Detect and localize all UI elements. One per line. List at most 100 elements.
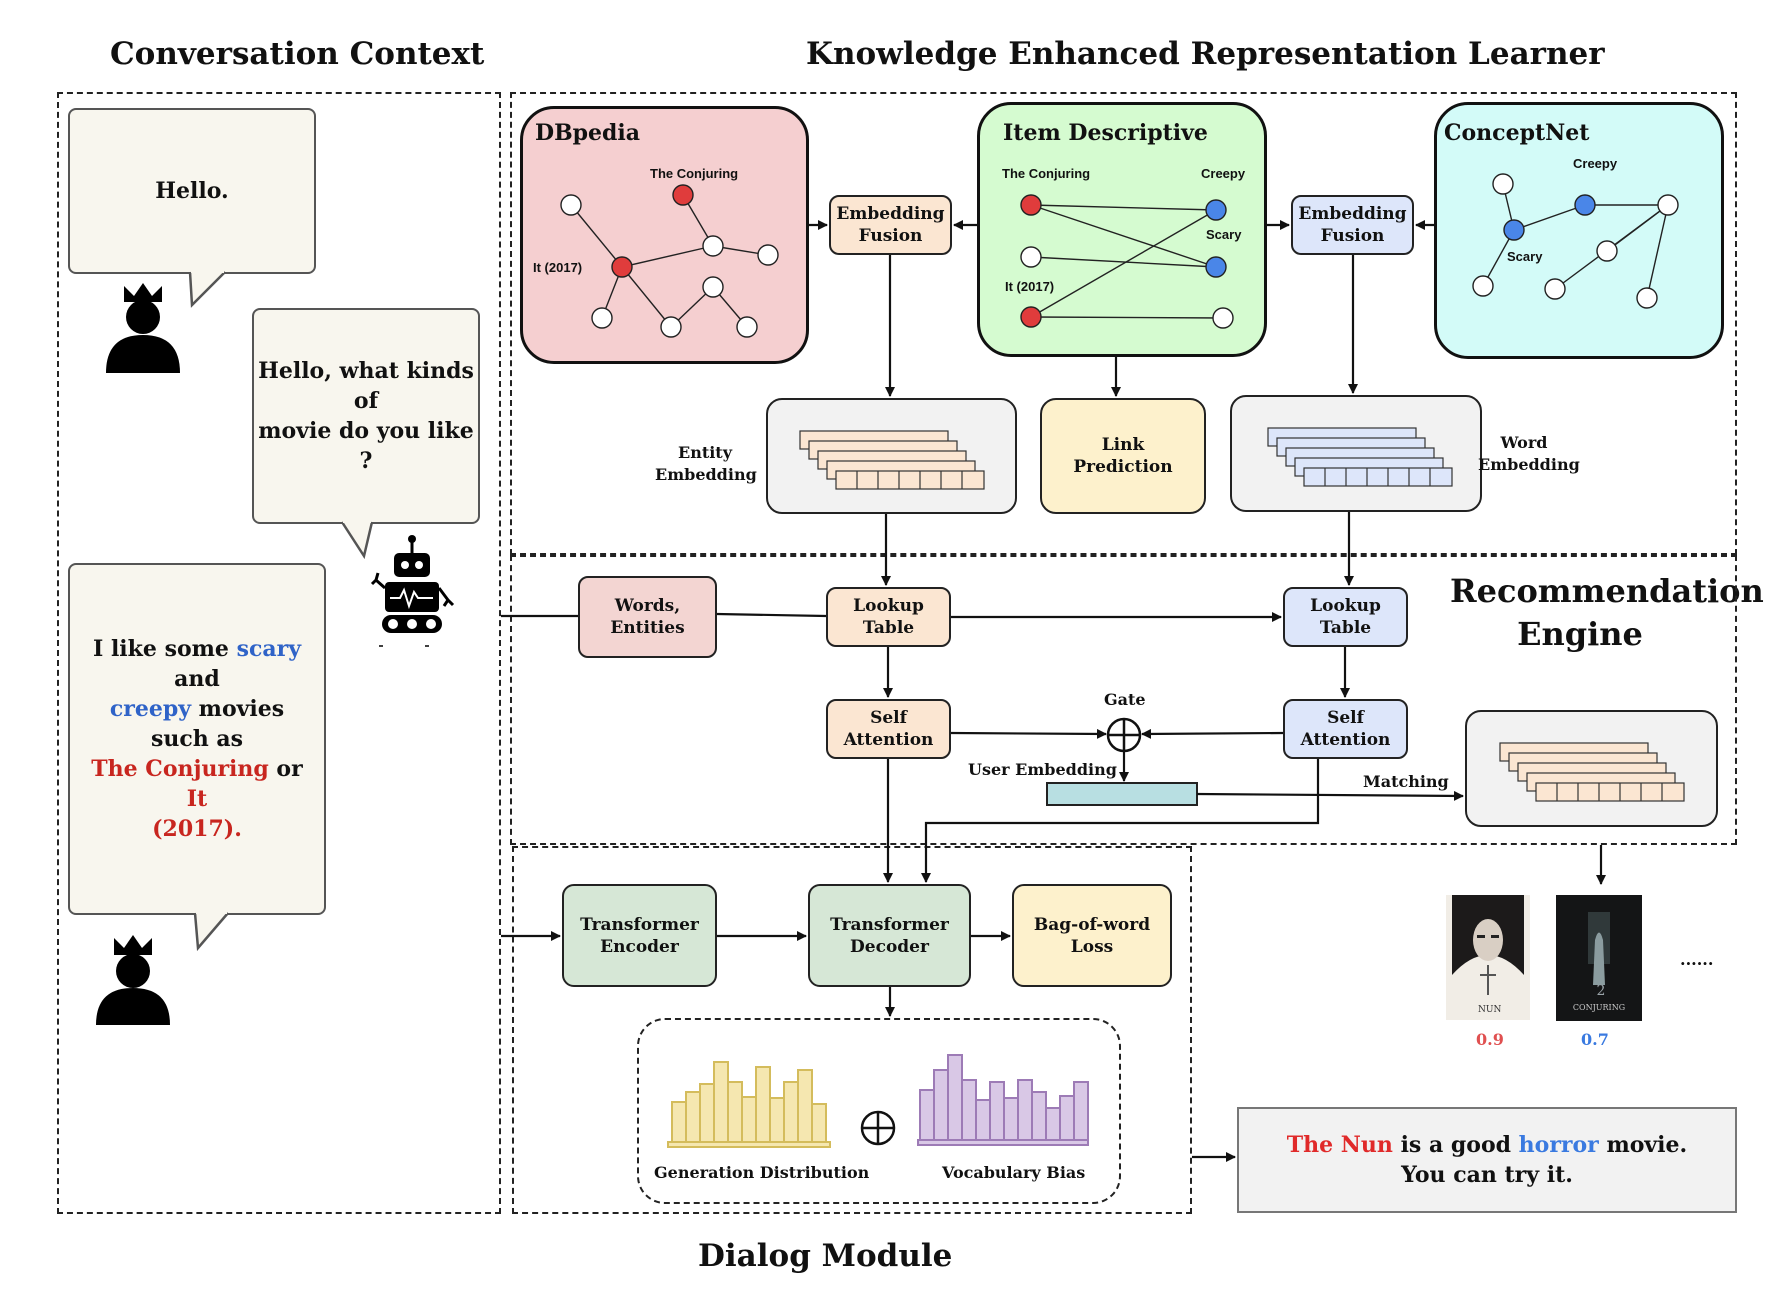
distribution-frame xyxy=(637,1018,1121,1204)
item-label-it2017: It (2017) xyxy=(1005,279,1055,294)
score-nun: 0.9 xyxy=(1476,1030,1504,1049)
reply-text-2: and xyxy=(174,666,220,692)
response-box: The Nun is a good horror movie. You can … xyxy=(1237,1107,1737,1213)
lookup-table-left-line2: Table xyxy=(862,618,915,638)
dbpedia-label-it2017: It (2017) xyxy=(533,260,583,275)
response-word-horror: horror xyxy=(1518,1132,1599,1158)
reply-text-3: movies such as xyxy=(150,696,285,752)
entity-embedding-table-icon xyxy=(799,430,985,490)
word-embedding-table-icon xyxy=(1267,427,1453,487)
conceptnet-graph xyxy=(1472,173,1679,309)
self-attention-left-line2: Attention xyxy=(843,730,934,750)
gate-plus-icon xyxy=(1106,717,1142,753)
recommendation-frame xyxy=(510,555,1737,845)
embedding-fusion-left-line1: Embedding xyxy=(836,204,945,224)
movie-poster-conjuring-icon: 2 CONJURING xyxy=(1556,895,1642,1021)
item-descriptive-title: Item Descriptive xyxy=(1003,120,1208,146)
user-embedding-bar xyxy=(1046,782,1198,806)
link-prediction-line1: Link xyxy=(1101,435,1145,455)
generation-distribution-chart xyxy=(667,1061,831,1148)
words-entities-label: Words, Entities xyxy=(610,596,685,638)
user-reply-bubble: I like some scary and creepy movies such… xyxy=(68,563,326,915)
entity-embedding-label-line2: Embedding xyxy=(655,465,757,484)
dialog-frame xyxy=(512,846,1192,1214)
reply-text-4: or xyxy=(268,756,303,782)
self-attention-right-line1: Self xyxy=(1327,708,1364,728)
recommendation-engine-title-line2: Engine xyxy=(1517,615,1643,653)
dialog-module-title: Dialog Module xyxy=(698,1238,953,1274)
score-conjuring: 0.7 xyxy=(1581,1030,1609,1049)
matching-label: Matching xyxy=(1363,772,1449,791)
item-label-conjuring: The Conjuring xyxy=(1002,166,1091,181)
kerl-frame xyxy=(510,92,1737,555)
user-greeting-text: Hello. xyxy=(155,178,229,204)
svg-text:CONJURING: CONJURING xyxy=(1573,1003,1625,1012)
link-prediction-line2: Prediction xyxy=(1073,457,1173,477)
response-entity-nun: The Nun xyxy=(1286,1132,1393,1158)
transformer-encoder-line2: Encoder xyxy=(600,936,679,957)
bubble-tails xyxy=(188,271,374,952)
self-attention-left-line1: Self xyxy=(870,708,907,728)
word-embedding-label-line1: Word xyxy=(1500,433,1548,452)
user-greeting-bubble: Hello. xyxy=(68,108,316,274)
item-descriptive-graph xyxy=(1020,194,1234,329)
entity-embedding-label-line1: Entity xyxy=(678,443,732,462)
conceptnet-label-creepy: Creepy xyxy=(1573,156,1618,171)
vocabulary-bias-label: Vocabulary Bias xyxy=(942,1163,1086,1182)
embedding-fusion-right-line2: Fusion xyxy=(1320,226,1385,246)
lookup-table-left-line1: Lookup xyxy=(853,596,924,616)
transformer-decoder-line2: Decoder xyxy=(850,936,929,957)
reply-text-1: I like some xyxy=(93,636,237,662)
user-avatar-icon xyxy=(96,935,170,1025)
dbpedia-title: DBpedia xyxy=(535,120,641,146)
embedding-fusion-right-line1: Embedding xyxy=(1298,204,1407,224)
self-attention-right-line2: Attention xyxy=(1300,730,1391,750)
item-label-creepy: Creepy xyxy=(1201,166,1246,181)
candidate-embedding-table-icon xyxy=(1499,742,1685,802)
dbpedia-label-conjuring: The Conjuring xyxy=(650,166,739,181)
conversation-context-title: Conversation Context xyxy=(110,36,485,72)
reply-entity-it: It xyxy=(186,786,208,812)
generation-distribution-label: Generation Distribution xyxy=(654,1163,870,1182)
word-embedding-label: Word Embedding xyxy=(1478,432,1580,476)
user-avatar-icon xyxy=(106,283,180,373)
transformer-encoder-line1: Transformer xyxy=(580,914,699,935)
entity-embedding-label: Entity Embedding xyxy=(655,442,757,486)
movie-poster-nun-icon: NUN xyxy=(1446,895,1530,1020)
bow-loss-line2: Loss xyxy=(1070,936,1114,957)
item-label-scary: Scary xyxy=(1206,227,1242,242)
bow-loss-line1: Bag-of-word xyxy=(1033,914,1151,935)
lookup-table-right-line1: Lookup xyxy=(1310,596,1381,616)
transformer-decoder-line1: Transformer xyxy=(830,914,949,935)
lookup-table-right-line2: Table xyxy=(1319,618,1372,638)
user-embedding-label: User Embedding xyxy=(968,760,1117,779)
reply-word-creepy: creepy xyxy=(109,696,191,722)
reply-entity-year: (2017). xyxy=(152,816,242,842)
more-items-ellipsis: ...... xyxy=(1680,950,1714,969)
reply-word-scary: scary xyxy=(236,636,301,662)
words-entities-box: Words, Entities xyxy=(578,576,717,658)
bot-question-bubble: Hello, what kinds of movie do you like ? xyxy=(252,308,480,524)
response-line2: You can try it. xyxy=(1401,1162,1573,1188)
gate-label: Gate xyxy=(1104,690,1146,709)
conceptnet-title: ConceptNet xyxy=(1444,120,1590,146)
reply-entity-conjuring: The Conjuring xyxy=(91,756,269,782)
connectors xyxy=(501,220,1606,1162)
conversation-frame xyxy=(57,92,501,1214)
embedding-fusion-left-line2: Fusion xyxy=(858,226,923,246)
bot-question-line1: Hello, what kinds of xyxy=(258,358,474,414)
dbpedia-graph xyxy=(560,184,779,338)
conceptnet-panel xyxy=(1434,102,1724,359)
robot-icon xyxy=(370,535,455,647)
